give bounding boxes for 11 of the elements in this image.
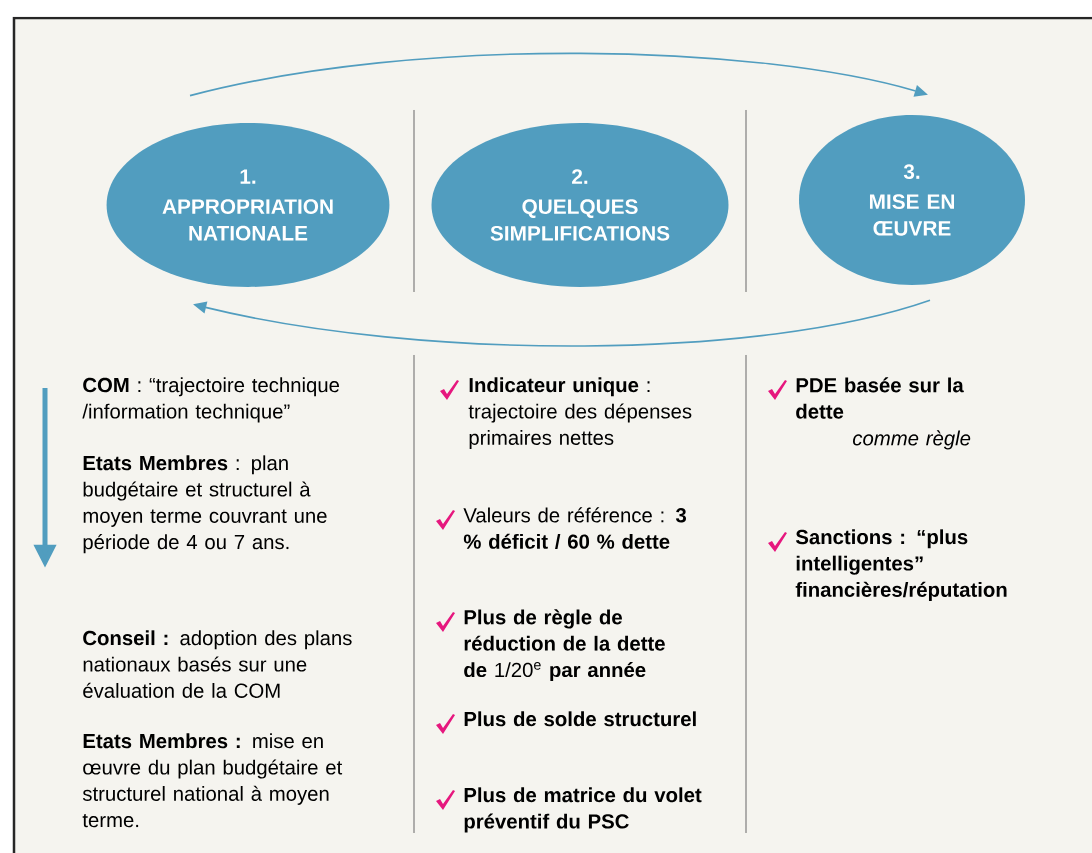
note-text: Plus de matrice du volet préventif du PSC xyxy=(464,787,702,833)
note-text: Plus de règle de réduction de la dette de 1/20$^{e}$ par année xyxy=(464,609,665,682)
note-text: Valeurs de référence : 3 % déficit / 60 % dette xyxy=(463,507,686,550)
note-text: Conseil : adoption des plans nationaux basés sur une évaluation de la COM xyxy=(83,630,352,698)
note-text: Etats Membres : mise en œuvre du plan budgétaire et structurel national à moyen terme. xyxy=(82,733,343,828)
note-text: Etats Membres : plan budgétaire et structurel à moyen terme couvrant une période de 4 ou 7 ans. xyxy=(83,455,327,554)
note-text: COM : “trajectoire technique /information technique” xyxy=(82,377,340,423)
note-text: Sanctions : “plus intelligentes” financières/réputation xyxy=(795,529,1007,601)
note-text: Plus de solde structurel xyxy=(464,711,696,727)
note-text: Indicateur unique : trajectoire des dépenses primaires nettes xyxy=(468,377,692,449)
note-text: comme règle xyxy=(853,430,971,450)
